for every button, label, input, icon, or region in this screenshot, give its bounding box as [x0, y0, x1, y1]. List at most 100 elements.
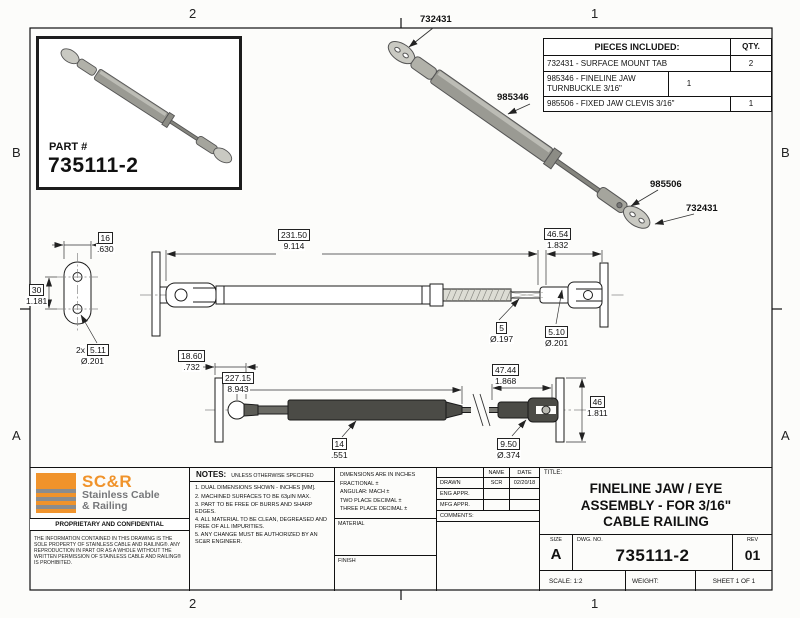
table-row: 985506 - FIXED JAW CLEVIS 3/16" 1 [544, 96, 771, 111]
name-column-header: NAME [484, 468, 510, 477]
tolerance-item: DIMENSIONS ARE IN INCHES [340, 472, 416, 478]
approval-date [510, 500, 539, 510]
dim-mm-box: 18.60 [178, 350, 206, 362]
table-row: 732431 - SURFACE MOUNT TAB 2 [544, 56, 771, 72]
piece-qty: 1 [686, 79, 692, 88]
dim-mm-box: 9.50 [497, 438, 520, 450]
approval-row-mfg: MFG APPR. [437, 500, 539, 511]
company-logo: SC&R Stainless Cable & Railing [36, 473, 160, 513]
rev-label: REV [746, 537, 759, 543]
approval-name [484, 489, 510, 499]
title-line-1: FINELINE JAW / EYE [589, 481, 723, 496]
title-block-logo-section: SC&R Stainless Cable & Railing PROPRIETA… [30, 468, 190, 591]
title-block-notes-section: NOTES: UNLESS OTHERWISE SPECIFIED 1. DUA… [190, 468, 335, 591]
part-number-inset: PART # 735111-2 [36, 36, 242, 190]
dim-mm-box: 5 [496, 322, 507, 334]
dim-tab-width: 16 .630 [96, 232, 115, 254]
dim-mm-box: 227.15 [222, 372, 254, 384]
main-assembly-view [140, 262, 625, 328]
dim-inch: 9.114 [282, 241, 306, 251]
brand-sub2: & Railing [82, 500, 128, 512]
dim-tab-offset: 18.60 .732 [178, 350, 206, 372]
notes-list: 1. DUAL DIMENSIONS SHOWN - INCHES [MM]. … [195, 485, 327, 547]
dim-inch: Ø.201 [79, 356, 106, 366]
dim-inch: 1.832 [546, 240, 570, 250]
title-label: TITLE: [544, 470, 563, 476]
dim-v2-tab-height: 46 1.811 [586, 396, 609, 418]
dim-v2-clevis: 47.44 1.868 [492, 364, 520, 386]
approval-label: ENG APPR. [437, 489, 484, 499]
note-item: 2. MACHINED SURFACES TO BE 63μIN MAX. [195, 493, 311, 500]
dim-mm-box: 14 [331, 438, 347, 450]
notes-subheader-label: UNLESS OTHERWISE SPECIFIED [231, 473, 314, 479]
approval-label: MFG APPR. [437, 500, 484, 510]
dim-mm-box: 16 [97, 232, 113, 244]
note-item: 1. DUAL DIMENSIONS SHOWN - INCHES [MM]. [195, 485, 316, 491]
scr-logo-icon [36, 473, 76, 513]
dim-pin-diameter: 5.10 Ø.201 [544, 326, 570, 348]
piece-qty: 2 [748, 58, 754, 68]
dim-mm-box: 47.44 [492, 364, 520, 376]
table-row: 985346 - FINELINE JAW TURNBUCKLE 3/16" 1 [544, 71, 771, 97]
title-line-3: CABLE RAILING [603, 514, 709, 529]
dim-inch: Ø.197 [489, 334, 515, 344]
pieces-table-header: PIECES INCLUDED: QTY. [544, 39, 771, 56]
zone-label-right-b: B [781, 145, 790, 160]
material-box: MATERIAL [335, 518, 436, 555]
dim-tab-holes: 2x 5.11 Ø.201 [76, 344, 109, 366]
comments-label: COMMENTS: [440, 512, 474, 519]
part-thumbnail [60, 48, 233, 164]
approval-date [510, 489, 539, 499]
dim-inch: .732 [182, 362, 201, 372]
dim-inch: Ø.201 [544, 338, 570, 348]
confidential-banner: PROPRIETARY AND CONFIDENTIAL [30, 518, 189, 531]
notes-header: NOTES: UNLESS OTHERWISE SPECIFIED [190, 468, 334, 482]
pieces-table: PIECES INCLUDED: QTY. 732431 - SURFACE M… [543, 38, 772, 112]
pieces-qty-header: QTY. [742, 42, 760, 51]
dim-mm-box: 5.10 [545, 326, 568, 338]
tolerance-item: ANGULAR: MACH ± [340, 489, 390, 496]
dim-cable-diameter: 5 Ø.197 [489, 322, 515, 344]
dim-inch: .551 [330, 450, 349, 460]
title-block-approvals-section: NAME DATE DRAWN SCR 02/20/18 ENG APPR. M… [437, 468, 540, 591]
zone-label-bottom-1: 1 [591, 596, 599, 611]
note-item: 3. PART TO BE FREE OF BURRS AND SHARP ED… [195, 502, 313, 515]
zone-label-bottom-2: 2 [189, 596, 197, 611]
zone-label-top-2: 2 [189, 6, 197, 21]
dim-v2-clevis-diameter: 9.50 Ø.374 [496, 438, 522, 460]
size-value: A [550, 546, 562, 563]
dim-inch: 1.868 [494, 376, 518, 386]
dim-inch: 1.181 [25, 296, 49, 306]
iso-label-bottom-tab: 732431 [686, 203, 718, 214]
approval-label: DRAWN [437, 478, 484, 488]
dim-v2-overall: 227.15 8.943 [222, 372, 254, 394]
weight-label: WEIGHT: [625, 571, 695, 591]
dim-inch: .630 [96, 244, 115, 254]
tolerance-item: FRACTIONAL ± [340, 480, 379, 487]
iso-leader-lines [408, 27, 695, 225]
sheet-value: SHEET 1 OF 1 [695, 571, 772, 591]
tolerance-item: TWO PLACE DECIMAL ± [340, 497, 402, 504]
title-block: SC&R Stainless Cable & Railing PROPRIETA… [30, 467, 772, 591]
piece-desc: 985346 - FINELINE JAW TURNBUCKLE 3/16" [544, 71, 669, 96]
dim-inch: 8.943 [226, 384, 250, 394]
approvals-header-row: NAME DATE [437, 468, 539, 478]
iso-label-clevis: 985506 [650, 179, 682, 190]
zone-label-left-a: A [12, 428, 21, 443]
approvals-blank [437, 468, 484, 477]
iso-view [387, 27, 695, 229]
approval-row-comments: COMMENTS: [437, 511, 539, 522]
rev-value: 01 [744, 547, 761, 563]
finish-box: FINISH [335, 555, 436, 591]
piece-desc: 985506 - FIXED JAW CLEVIS 3/16" [544, 96, 731, 111]
piece-qty: 1 [748, 99, 754, 109]
dim-overall-length: 231.50 9.114 [278, 229, 310, 251]
tolerance-item: THREE PLACE DECIMAL ± [340, 506, 408, 513]
zone-label-right-a: A [781, 428, 790, 443]
approval-date: 02/20/18 [513, 479, 536, 486]
brand-sub1: Stainless Cable [82, 489, 160, 501]
approval-name [484, 500, 510, 510]
title-block-tolerance-section: DIMENSIONS ARE IN INCHES FRACTIONAL ± AN… [335, 468, 437, 591]
